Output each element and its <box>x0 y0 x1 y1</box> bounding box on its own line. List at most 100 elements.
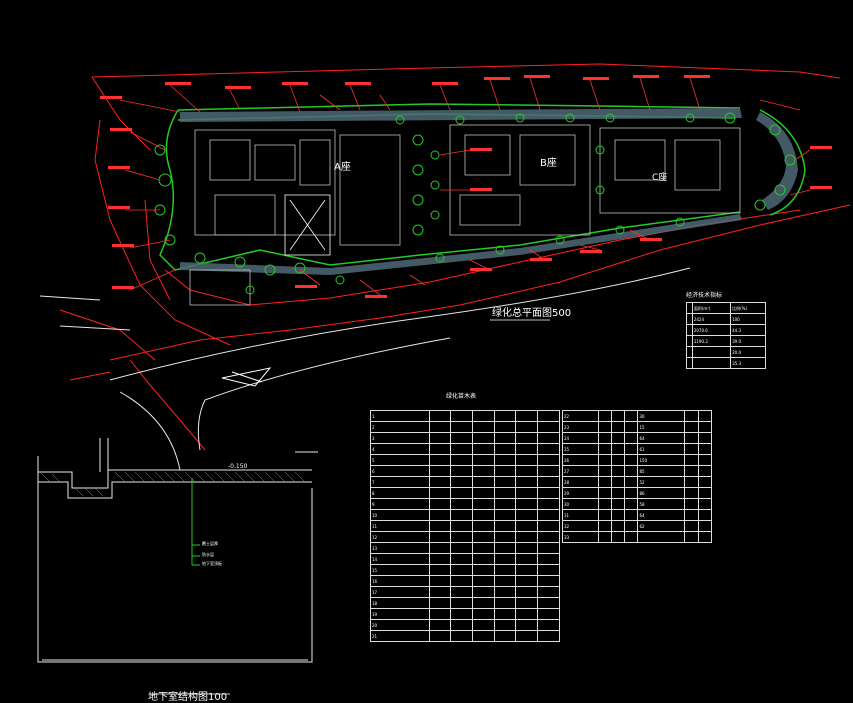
table-cell <box>515 498 539 510</box>
table-cell <box>472 443 495 455</box>
table-cell <box>515 410 539 422</box>
table-cell: 29 <box>562 487 599 499</box>
table-cell <box>597 443 612 455</box>
table-cell <box>450 575 474 587</box>
table-cell <box>697 443 713 455</box>
table-cell <box>515 531 539 543</box>
table-row: 16 <box>370 575 560 587</box>
table-cell: 100 <box>730 313 766 325</box>
table-cell <box>428 476 452 488</box>
table-cell <box>697 454 713 466</box>
table-cell <box>450 520 474 532</box>
table-row: 6 <box>370 465 560 477</box>
trees <box>154 112 796 295</box>
table-cell <box>493 608 517 620</box>
table-cell <box>428 454 452 466</box>
table-cell <box>472 630 495 642</box>
table-cell <box>450 454 474 466</box>
table-cell <box>624 498 639 510</box>
table-header-row: 面积(m²)比例(%) <box>686 302 766 314</box>
table-cell: 2 <box>370 421 430 433</box>
table-cell <box>428 553 452 565</box>
section-note-3: 地下室顶板 <box>202 561 222 566</box>
pavement-strip <box>180 108 798 275</box>
table-cell <box>637 531 686 543</box>
table-cell <box>515 487 539 499</box>
table-cell <box>472 608 495 620</box>
table-row: 20 <box>370 619 560 631</box>
table-cell <box>624 476 639 488</box>
table-cell <box>450 542 474 554</box>
table-cell: 10 <box>370 509 430 521</box>
table-cell <box>450 476 474 488</box>
table-cell: 28 <box>562 476 599 488</box>
table-cell <box>493 410 517 422</box>
table-cell <box>624 454 639 466</box>
table-cell <box>493 421 517 433</box>
table-cell <box>515 630 539 642</box>
table-cell <box>493 476 517 488</box>
table-cell <box>697 509 713 521</box>
table-cell <box>493 498 517 510</box>
table-cell <box>428 421 452 433</box>
table-cell <box>684 498 699 510</box>
table-cell <box>472 421 495 433</box>
table-row: 3 <box>370 432 560 444</box>
table-cell: 15 <box>637 421 686 433</box>
table-cell <box>472 575 495 587</box>
table-cell <box>493 443 517 455</box>
table-cell <box>610 487 626 499</box>
table-cell <box>493 509 517 521</box>
table-cell <box>624 465 639 477</box>
table-cell <box>428 410 452 422</box>
table-cell <box>472 553 495 565</box>
table-row: 13 <box>370 542 560 554</box>
table-cell <box>610 498 626 510</box>
table-cell <box>691 346 732 358</box>
table-cell <box>537 421 560 433</box>
table-cell <box>472 432 495 444</box>
table-cell <box>537 476 560 488</box>
table-row: 2 <box>370 421 560 433</box>
table-cell <box>624 410 639 422</box>
table-cell <box>597 509 612 521</box>
buildings <box>189 124 741 306</box>
table-cell <box>450 498 474 510</box>
north-arrow-icon <box>221 367 272 387</box>
table-cell <box>684 454 699 466</box>
table-cell: 6 <box>370 465 430 477</box>
table-cell <box>428 509 452 521</box>
table-cell: 150 <box>637 454 686 466</box>
section-elevation: -0.150 <box>228 463 248 470</box>
table-cell <box>472 465 495 477</box>
table-cell: 11 <box>370 520 430 532</box>
table-cell: 20 <box>370 619 430 631</box>
table-cell: 8 <box>370 487 430 499</box>
table-cell <box>537 597 560 609</box>
table-row: 20.0 <box>686 346 766 358</box>
table-cell <box>472 531 495 543</box>
table-cell: 30 <box>562 498 599 510</box>
table-row: 17 <box>370 586 560 598</box>
annotation-tags <box>100 75 832 298</box>
table-row: 15 <box>370 564 560 576</box>
table-cell <box>624 421 639 433</box>
table-cell <box>493 432 517 444</box>
table-cell <box>472 476 495 488</box>
table-cell <box>428 586 452 598</box>
building-b-outline <box>449 124 591 236</box>
annotations <box>119 77 811 296</box>
table-cell <box>428 564 452 576</box>
table-cell <box>450 608 474 620</box>
table-cell <box>597 421 612 433</box>
table-row: 14 <box>370 553 560 565</box>
table-cell <box>493 531 517 543</box>
table-cell <box>697 410 713 422</box>
table-cell <box>597 531 612 543</box>
building-b-label: B座 <box>540 158 557 169</box>
